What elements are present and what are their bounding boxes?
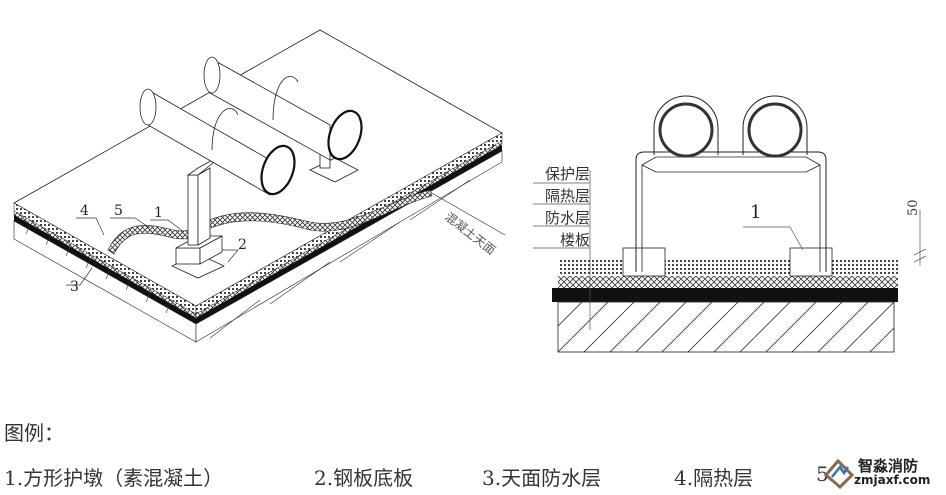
support-column — [187, 174, 199, 246]
callout-1: 1 — [154, 205, 163, 221]
callout-5: 5 — [114, 203, 123, 219]
layer-label-protective: 保护层 — [544, 165, 590, 183]
legend-item-1: 1.方形护墩（素混凝土） — [4, 466, 224, 490]
square-pier — [175, 247, 201, 265]
waterproof-layer — [552, 288, 898, 302]
watermark-logo-icon — [823, 458, 855, 489]
pipe-front — [139, 88, 296, 196]
waterproof-layer-edge-right — [196, 145, 502, 324]
pier-right — [789, 247, 833, 277]
layer-labels: 保护层 隔热层 防水层 楼板 — [520, 160, 590, 260]
pipe-right — [747, 102, 803, 158]
layer-label-slab: 楼板 — [559, 231, 590, 249]
pipe-back — [203, 56, 363, 161]
concrete-slab-edge-right — [195, 150, 503, 343]
layer-label-waterproof: 防水层 — [544, 209, 590, 227]
watermark: 智淼消防 zmjaxf.com — [822, 455, 942, 491]
legend-title: 图例： — [4, 421, 64, 445]
u-bolt-left — [653, 95, 719, 155]
peeled-layer-ribbon-right — [204, 189, 433, 232]
callout-3: 3 — [70, 279, 79, 295]
section-callout-1: 1 — [750, 202, 762, 223]
insulation-layer — [558, 276, 898, 288]
legend-item-2: 2.钢板底板 — [314, 466, 414, 490]
legend-item-3: 3.天面防水层 — [482, 466, 602, 490]
floor-slab — [557, 301, 895, 353]
pier-left — [622, 247, 666, 277]
u-bolt-right — [742, 95, 808, 155]
pipe-left — [658, 102, 714, 158]
callout-2: 2 — [238, 237, 247, 253]
waterproof-layer-edge — [14, 215, 196, 324]
isometric-view — [13, 29, 506, 343]
dimension-label: 50 — [906, 199, 921, 216]
layer-label-insulation: 隔热层 — [544, 187, 590, 205]
callout-4: 4 — [80, 203, 89, 219]
watermark-url: zmjaxf.com — [854, 473, 931, 487]
protective-layer — [558, 260, 898, 276]
legend-item-4: 4.隔热层 — [674, 466, 754, 490]
watermark-name: 智淼消防 — [858, 457, 919, 475]
support-frame — [635, 151, 827, 272]
